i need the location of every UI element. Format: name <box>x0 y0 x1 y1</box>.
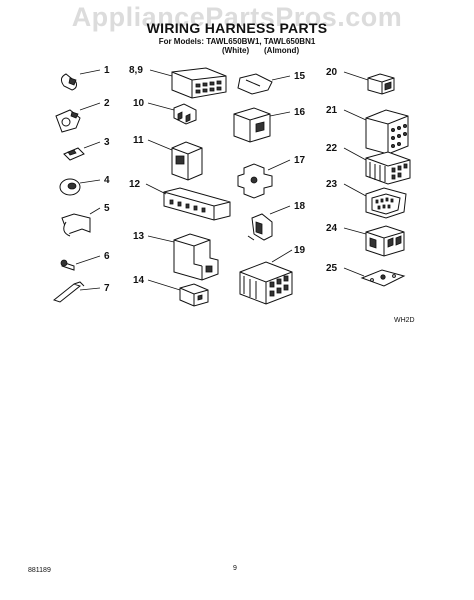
page-title: WIRING HARNESS PARTS <box>146 20 328 36</box>
part-3-drawing <box>63 141 101 161</box>
part-label-4: 4 <box>104 175 110 186</box>
doc-number: 881189 <box>28 567 51 574</box>
part-6-drawing <box>60 255 101 271</box>
part-18-drawing <box>247 205 291 241</box>
part-1-drawing <box>60 69 101 91</box>
part-label-22: 22 <box>326 143 338 154</box>
part-label-11: 11 <box>133 135 144 146</box>
part-label-21: 21 <box>326 105 338 116</box>
part-label-12: 12 <box>129 179 141 190</box>
part-5-drawing <box>61 207 101 237</box>
diagram-code: WH2D <box>394 317 415 324</box>
part-label-2: 2 <box>104 98 110 109</box>
part-label-10: 10 <box>133 98 145 109</box>
part-11-drawing <box>147 139 203 181</box>
part-19-drawing <box>239 249 293 305</box>
part-label-3: 3 <box>104 137 110 148</box>
part-20-drawing <box>343 71 395 95</box>
variant-almond: (Almond) <box>264 46 300 55</box>
part-label-5: 5 <box>104 203 110 214</box>
part-label-6: 6 <box>104 251 110 262</box>
part-15-drawing <box>237 73 291 95</box>
part-label-15: 15 <box>294 71 306 82</box>
part-label-1: 1 <box>104 65 110 76</box>
part-label-23: 23 <box>326 179 338 190</box>
part-label-16: 16 <box>294 107 306 118</box>
part-25-drawing <box>343 267 406 287</box>
part-label-19: 19 <box>294 245 306 256</box>
part-24-drawing <box>343 225 405 257</box>
part-label-24: 24 <box>326 223 338 234</box>
part-10-drawing <box>147 102 197 125</box>
page-number: 9 <box>233 565 237 572</box>
part-label-13: 13 <box>133 231 145 242</box>
part-23-drawing <box>343 183 407 219</box>
part-4-drawing <box>59 178 101 196</box>
part-14-drawing <box>147 279 209 307</box>
variant-white: (White) <box>222 46 250 55</box>
part-16-drawing <box>233 107 291 143</box>
part-label-25: 25 <box>326 263 338 274</box>
part-8-9-drawing <box>149 67 227 99</box>
part-22-drawing <box>343 147 411 185</box>
part-17-drawing <box>237 159 291 199</box>
part-label-7: 7 <box>104 283 110 294</box>
part-2-drawing <box>55 102 101 133</box>
part-7-drawing <box>52 281 101 303</box>
part-label-18: 18 <box>294 201 306 212</box>
models-line: For Models: TAWL650BW1, TAWL650BN1 <box>158 37 316 46</box>
part-label-20: 20 <box>326 67 338 78</box>
part-label-8-9: 8,9 <box>129 65 143 76</box>
part-13-drawing <box>147 233 219 281</box>
part-label-17: 17 <box>294 155 306 166</box>
watermark: AppliancePartsPros.com <box>71 2 403 32</box>
part-21-drawing <box>343 109 409 155</box>
part-label-14: 14 <box>133 275 145 286</box>
part-12-drawing <box>145 183 231 221</box>
